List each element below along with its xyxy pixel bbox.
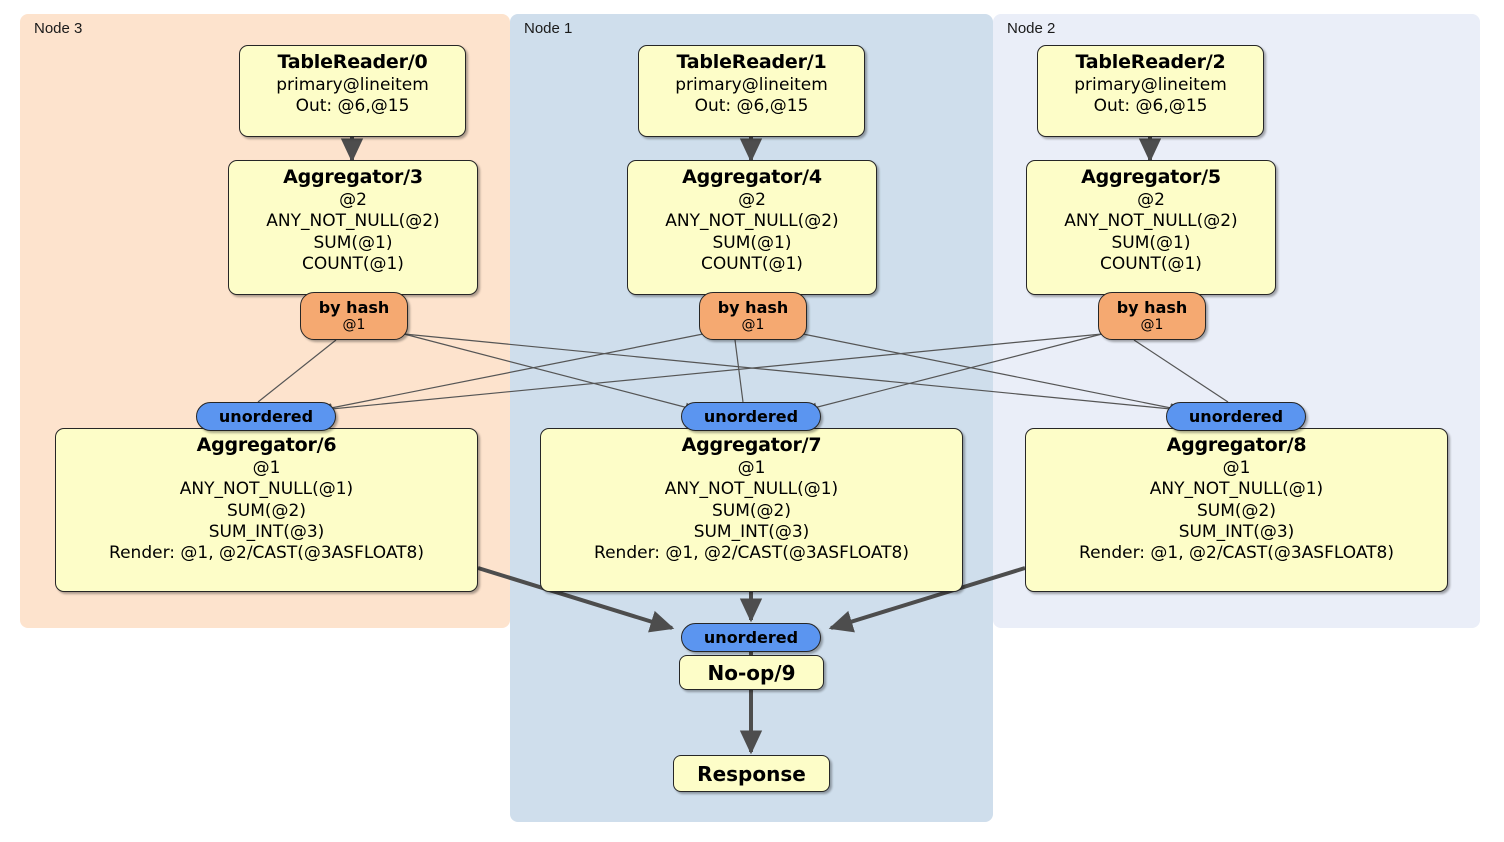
unordered-synchronizer-label: unordered xyxy=(703,627,799,647)
processor-title: Aggregator/6 xyxy=(196,434,337,456)
processor-detail-line: ANY_NOT_NULL(@2) xyxy=(1064,211,1238,232)
unordered-synchronizer-label: unordered xyxy=(703,406,799,426)
processor-detail-line: SUM(@2) xyxy=(712,500,791,521)
hash-router-label: by hash xyxy=(1116,298,1188,317)
processor-title: Aggregator/7 xyxy=(681,434,822,456)
unordered-synchronizer-unordered6[interactable]: unordered xyxy=(196,402,336,431)
unordered-synchronizer-unordered9[interactable]: unordered xyxy=(681,623,821,652)
processor-detail-line: SUM(@1) xyxy=(1111,232,1191,253)
processor-detail-line: ANY_NOT_NULL(@2) xyxy=(665,211,839,232)
processor-title: Aggregator/3 xyxy=(283,166,423,188)
processor-detail-line: SUM_INT(@3) xyxy=(1178,521,1295,542)
processor-detail-line: @1 xyxy=(737,457,766,478)
processor-title: Aggregator/8 xyxy=(1166,434,1307,456)
hash-router-column: @1 xyxy=(1140,317,1164,334)
terminal-box-noop9[interactable]: No-op/9 xyxy=(679,655,824,690)
processor-detail-line: ANY_NOT_NULL(@1) xyxy=(1149,479,1324,500)
hash-router-column: @1 xyxy=(342,317,366,334)
terminal-box-response[interactable]: Response xyxy=(673,755,830,792)
processor-detail-line: COUNT(@1) xyxy=(701,253,803,274)
processor-detail-line: COUNT(@1) xyxy=(1100,253,1202,274)
processor-detail-line: Render: @1, @2/CAST(@3ASFLOAT8) xyxy=(1079,543,1394,564)
processor-title: Aggregator/5 xyxy=(1081,166,1221,188)
processor-detail-line: SUM(@2) xyxy=(1197,500,1276,521)
processor-detail-line: SUM_INT(@3) xyxy=(208,521,325,542)
node-panel-2-label: Node 2 xyxy=(1007,20,1056,37)
hash-router-hash3[interactable]: by hash@1 xyxy=(300,292,408,340)
hash-router-label: by hash xyxy=(717,298,789,317)
unordered-synchronizer-label: unordered xyxy=(1188,406,1284,426)
processor-detail-line: @1 xyxy=(252,457,281,478)
processor-detail-line: @2 xyxy=(1137,189,1165,210)
hash-router-hash5[interactable]: by hash@1 xyxy=(1098,292,1206,340)
processor-detail-line: @1 xyxy=(1222,457,1251,478)
node-panel-3-label: Node 3 xyxy=(34,20,83,37)
unordered-synchronizer-label: unordered xyxy=(218,406,314,426)
processor-detail-line: SUM(@2) xyxy=(227,500,306,521)
node-panel-1-label: Node 1 xyxy=(524,20,573,37)
processor-detail-line: Out: @6,@15 xyxy=(1093,96,1208,117)
unordered-synchronizer-unordered7[interactable]: unordered xyxy=(681,402,821,431)
processor-detail-line: COUNT(@1) xyxy=(302,253,404,274)
processor-title: Aggregator/4 xyxy=(682,166,822,188)
unordered-synchronizer-unordered8[interactable]: unordered xyxy=(1166,402,1306,431)
processor-detail-line: Render: @1, @2/CAST(@3ASFLOAT8) xyxy=(594,543,909,564)
processor-detail-line: Out: @6,@15 xyxy=(694,96,809,117)
processor-detail-line: primary@lineitem xyxy=(1074,74,1227,95)
processor-detail-line: Render: @1, @2/CAST(@3ASFLOAT8) xyxy=(109,543,424,564)
processor-detail-line: SUM(@1) xyxy=(313,232,393,253)
processor-detail-line: SUM(@1) xyxy=(712,232,792,253)
processor-title: TableReader/0 xyxy=(277,51,428,73)
processor-detail-line: SUM_INT(@3) xyxy=(693,521,810,542)
processor-detail-line: ANY_NOT_NULL(@1) xyxy=(664,479,839,500)
processor-detail-line: primary@lineitem xyxy=(675,74,828,95)
terminal-box-label: Response xyxy=(697,761,806,786)
processor-title: TableReader/1 xyxy=(676,51,827,73)
hash-router-hash4[interactable]: by hash@1 xyxy=(699,292,807,340)
processor-detail-line: ANY_NOT_NULL(@2) xyxy=(266,211,440,232)
processor-detail-line: primary@lineitem xyxy=(276,74,429,95)
processor-detail-line: @2 xyxy=(339,189,367,210)
processor-detail-line: Out: @6,@15 xyxy=(295,96,410,117)
processor-detail-line: @2 xyxy=(738,189,766,210)
hash-router-label: by hash xyxy=(318,298,390,317)
hash-router-column: @1 xyxy=(741,317,765,334)
terminal-box-label: No-op/9 xyxy=(707,660,796,685)
processor-title: TableReader/2 xyxy=(1075,51,1226,73)
processor-detail-line: ANY_NOT_NULL(@1) xyxy=(179,479,354,500)
